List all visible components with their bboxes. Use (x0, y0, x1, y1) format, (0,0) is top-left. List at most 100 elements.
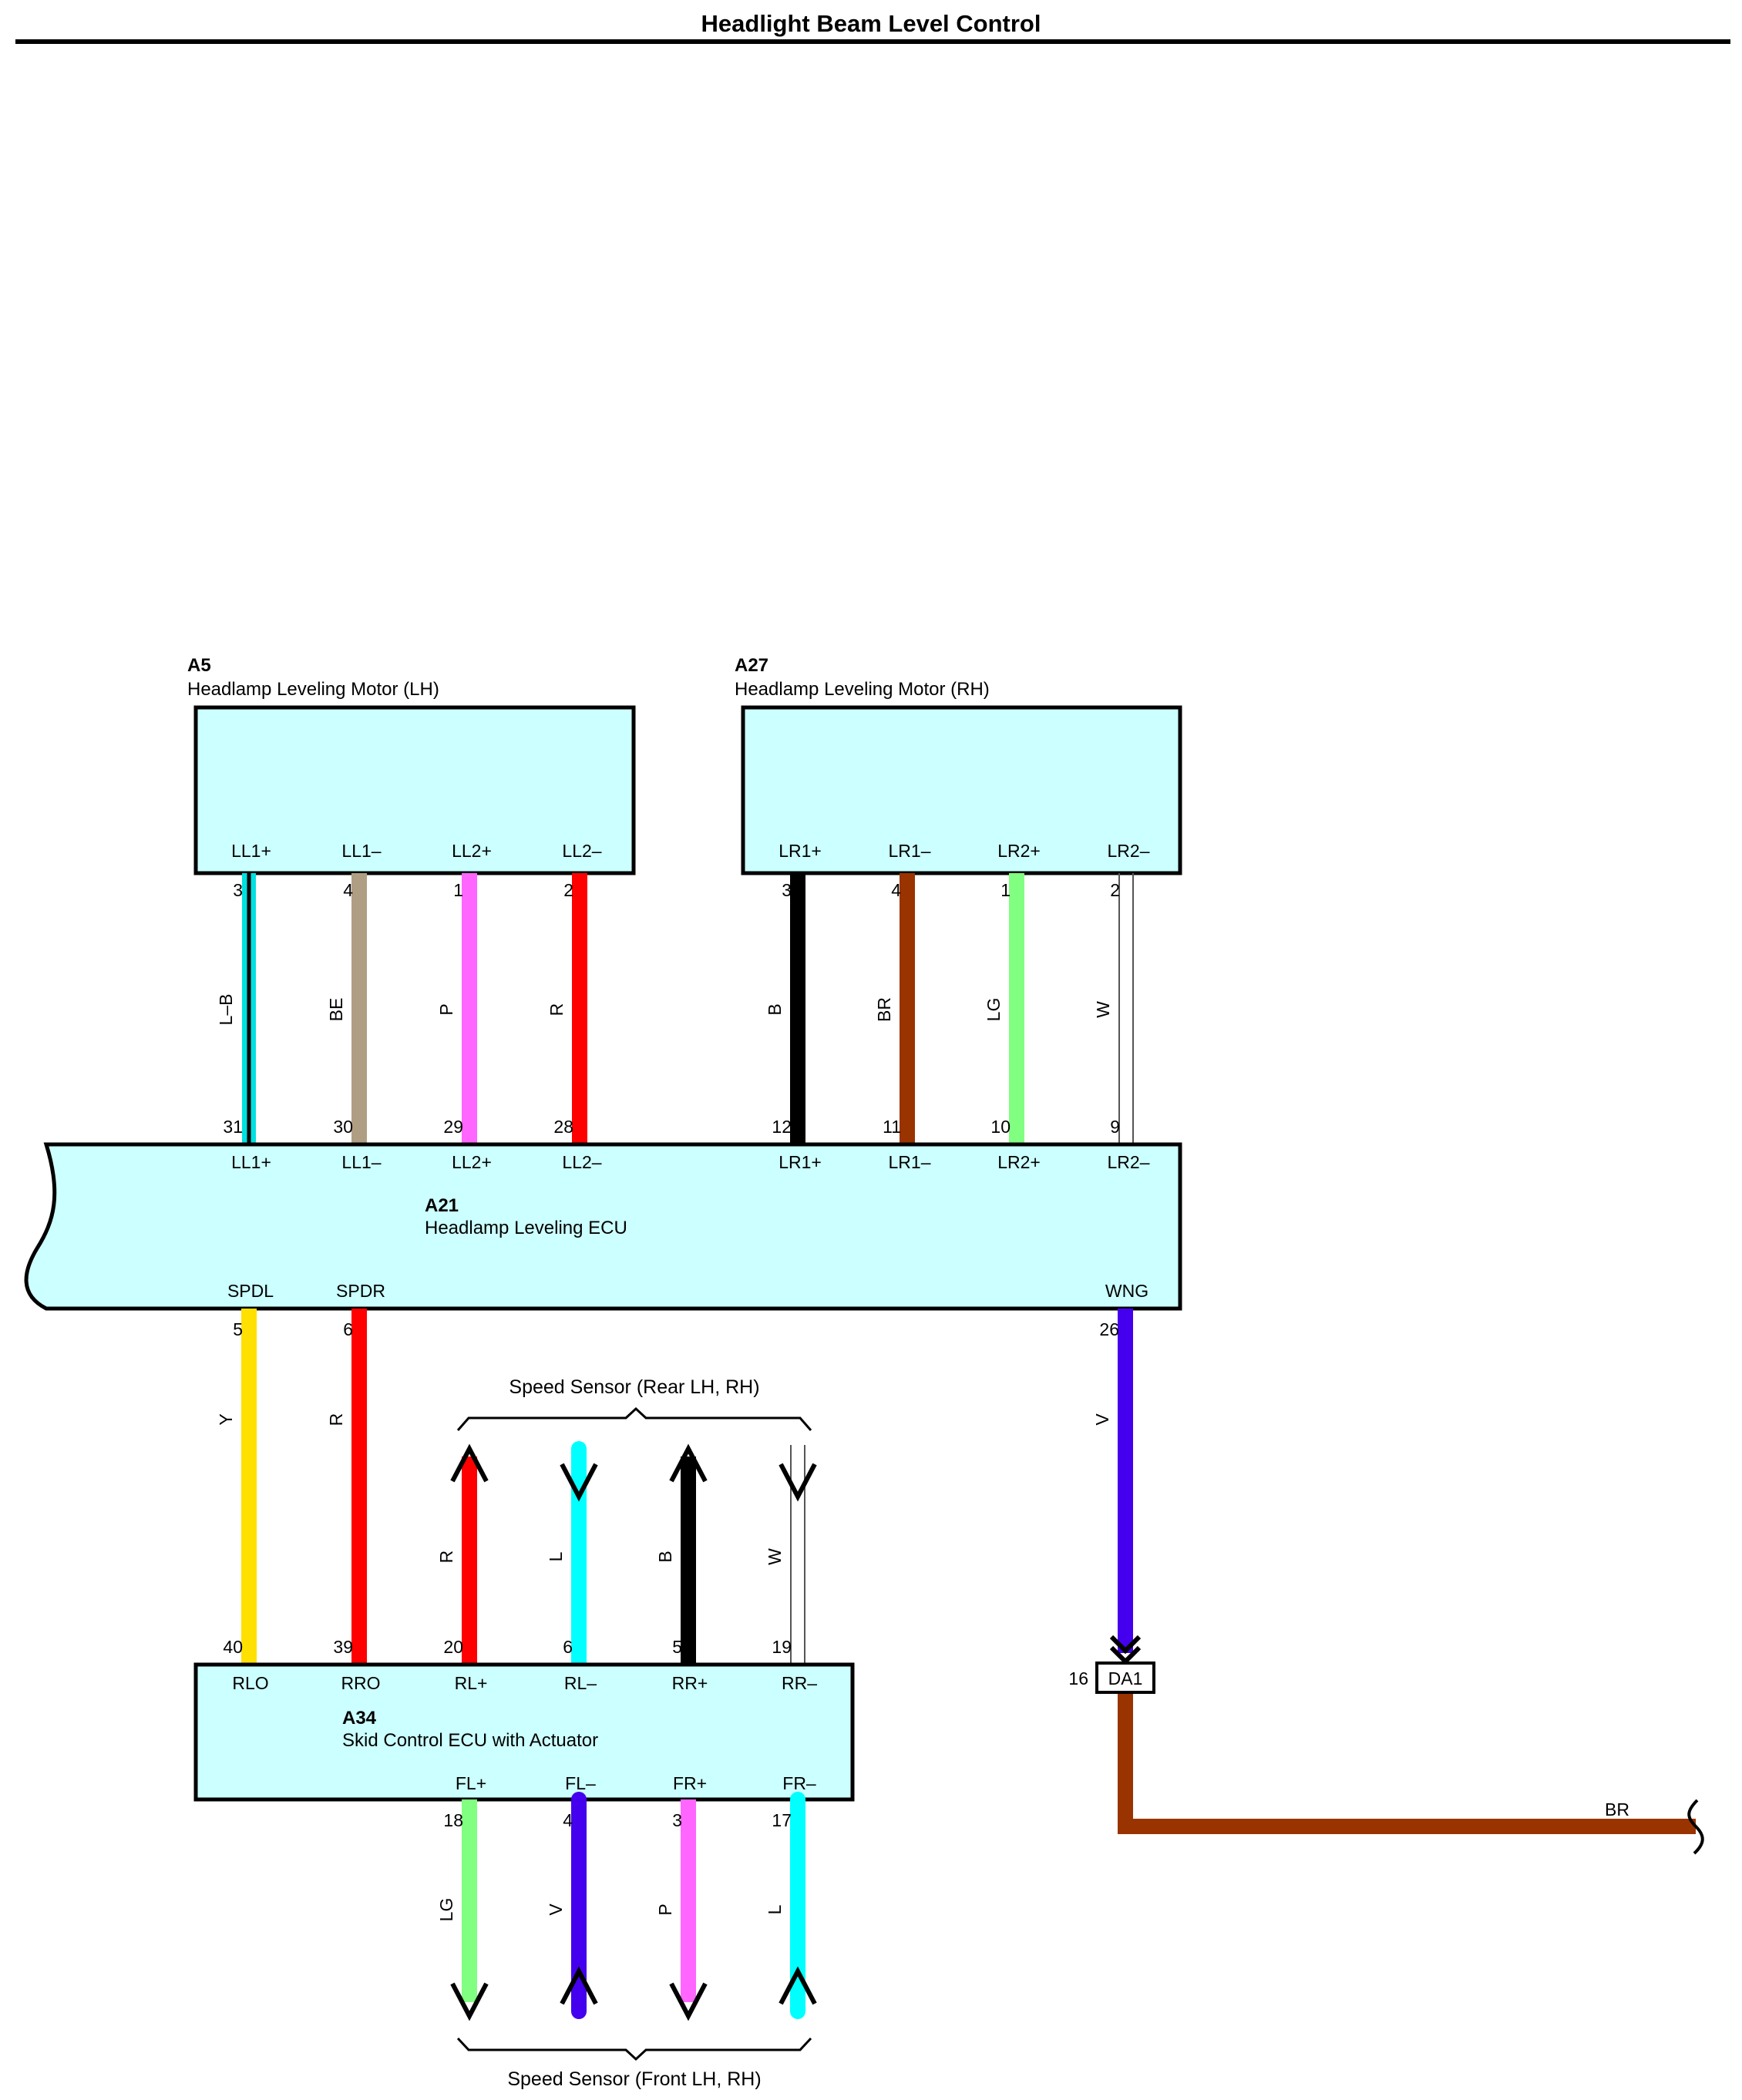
wire-color-label: L (765, 1904, 785, 1914)
a34-top-pin-name: RL+ (455, 1673, 488, 1693)
a21-top-pin-number: 11 (883, 1117, 901, 1137)
arrow-up-rr (669, 1443, 708, 1483)
a21-box (24, 1142, 1182, 1311)
front-wires (450, 1792, 817, 2021)
wire-color-label: LG (436, 1898, 456, 1922)
a21-bottom-pin-number: 5 (233, 1319, 243, 1339)
a21-top-pin-number: 12 (772, 1117, 792, 1137)
wire-color-label: W (1093, 1001, 1113, 1018)
a21-top-pin-name: LR2– (1108, 1152, 1150, 1172)
a34-top-pin-name: RR– (782, 1673, 817, 1693)
pin-and-wire-labels: LL1+3LR1+3LL1–4LR1–4LL2+1LR2+1LL2–2LR2–2… (216, 841, 1150, 1921)
a27-id: A27 (735, 655, 768, 676)
a27-pin-number: 4 (891, 880, 901, 900)
a21-top-pin-name: LL1+ (231, 1152, 271, 1172)
a21-top-pin-name: LL2+ (452, 1152, 492, 1172)
a34-bottom-pin-name: FR– (782, 1773, 816, 1793)
a34-bottom-pin-name: FL– (565, 1773, 596, 1793)
wire-color-label: B (765, 1003, 785, 1015)
a34-box (193, 1662, 855, 1802)
a21-top-pin-number: 9 (1110, 1117, 1120, 1137)
wire-color-label: R (326, 1413, 346, 1426)
a34-bottom-pin-number: 18 (443, 1810, 463, 1830)
wire-color-label: R (436, 1551, 456, 1564)
a34-top-pin-number: 6 (563, 1637, 573, 1657)
a5-pin-number: 2 (563, 880, 573, 900)
a5-pin-number: 1 (453, 880, 463, 900)
wire-color-label: V (1092, 1413, 1112, 1426)
a34-bottom-pin-name: FR+ (673, 1773, 707, 1793)
wire-color-da1-output: BR (1605, 1799, 1629, 1819)
da1-label: DA1 (1108, 1668, 1143, 1688)
arrow-up-rl (450, 1443, 489, 1483)
a21-bottom-pin-name: WNG (1105, 1281, 1148, 1301)
da1-pin: 16 (1068, 1668, 1088, 1688)
a27-pin-number: 3 (782, 880, 792, 900)
a5-pin-name: LL1+ (231, 841, 271, 861)
a34-id: A34 (342, 1708, 377, 1729)
wire-color-label: V (546, 1903, 566, 1916)
a21-top-pin-number: 10 (990, 1117, 1011, 1137)
a21-top-pin-number: 29 (443, 1117, 463, 1137)
a5-pin-name: LL1– (341, 841, 381, 861)
a21-top-pin-number: 30 (333, 1117, 353, 1137)
a34-top-pin-name: RR+ (672, 1673, 708, 1693)
wire-color-label: Y (216, 1413, 236, 1425)
wire-color-label: LG (984, 998, 1004, 1022)
wire-color-label: B (655, 1551, 675, 1562)
wire-color-label: BE (326, 998, 346, 1022)
arrow-down-fl (450, 1982, 489, 2021)
a21-top-pin-name: LL2– (562, 1152, 601, 1172)
a34-top-pin-number: 40 (223, 1637, 243, 1657)
da1-connector (1095, 1662, 1155, 1694)
lower-wires (241, 1309, 1142, 1672)
arrow-up-fl (560, 1966, 598, 2005)
a21-bottom-pin-number: 26 (1099, 1319, 1119, 1339)
a34-top-pin-name: RRO (341, 1673, 380, 1693)
a27-box (741, 705, 1182, 875)
wire-color-label: W (765, 1548, 785, 1565)
a34-bottom-pin-number: 3 (672, 1810, 682, 1830)
a34-top-pin-number: 19 (772, 1637, 792, 1657)
arrow-down-rr (779, 1463, 817, 1502)
a27-name: Headlamp Leveling Motor (RH) (735, 679, 990, 700)
a34-top-pin-number: 20 (443, 1637, 463, 1657)
wire-color-label: P (655, 1903, 675, 1915)
a21-top-pin-name: LR1+ (779, 1152, 822, 1172)
a5-name: Headlamp Leveling Motor (LH) (187, 679, 439, 700)
arrow-up-fr (779, 1966, 817, 2005)
wire-color-label: L–B (216, 994, 236, 1026)
a21-top-pin-name: LL1– (341, 1152, 381, 1172)
a27-pin-name: LR1+ (779, 841, 822, 861)
a34-bottom-pin-name: FL+ (456, 1773, 486, 1793)
break-mark (1687, 1799, 1704, 1855)
wire-color-label: P (436, 1003, 456, 1015)
brace-rear-label: Speed Sensor (Rear LH, RH) (509, 1376, 759, 1398)
brace-front (456, 2037, 812, 2061)
a21-bottom-pin-name: SPDL (227, 1281, 274, 1301)
wire-color-label: L (546, 1551, 566, 1561)
diagram-title: Headlight Beam Level Control (701, 10, 1041, 37)
a21-top-pin-number: 31 (223, 1117, 243, 1137)
a21-bottom-pin-name: SPDR (336, 1281, 385, 1301)
a21-name: Headlamp Leveling ECU (425, 1218, 627, 1238)
wire-color-label: BR (874, 997, 894, 1022)
brace-rear (456, 1406, 812, 1431)
a5-pin-name: LL2+ (452, 841, 492, 861)
a5-pin-number: 4 (343, 880, 353, 900)
wire-color-label: R (546, 1003, 567, 1016)
brace-front-label: Speed Sensor (Front LH, RH) (507, 2068, 761, 2090)
a34-top-pin-number: 39 (333, 1637, 353, 1657)
a27-pin-name: LR1– (889, 841, 931, 861)
a34-bottom-pin-number: 17 (772, 1810, 792, 1830)
a27-pin-name: LR2+ (997, 841, 1041, 861)
a34-top-pin-name: RL– (564, 1673, 597, 1693)
a21-bottom-pin-number: 6 (343, 1319, 353, 1339)
a21-top-pin-name: LR1– (889, 1152, 931, 1172)
a21-top-pin-name: LR2+ (997, 1152, 1041, 1172)
a27-pin-number: 2 (1110, 880, 1120, 900)
a27-pin-number: 1 (1000, 880, 1011, 900)
upper-wires (242, 873, 1134, 1144)
a21-id: A21 (425, 1195, 459, 1216)
